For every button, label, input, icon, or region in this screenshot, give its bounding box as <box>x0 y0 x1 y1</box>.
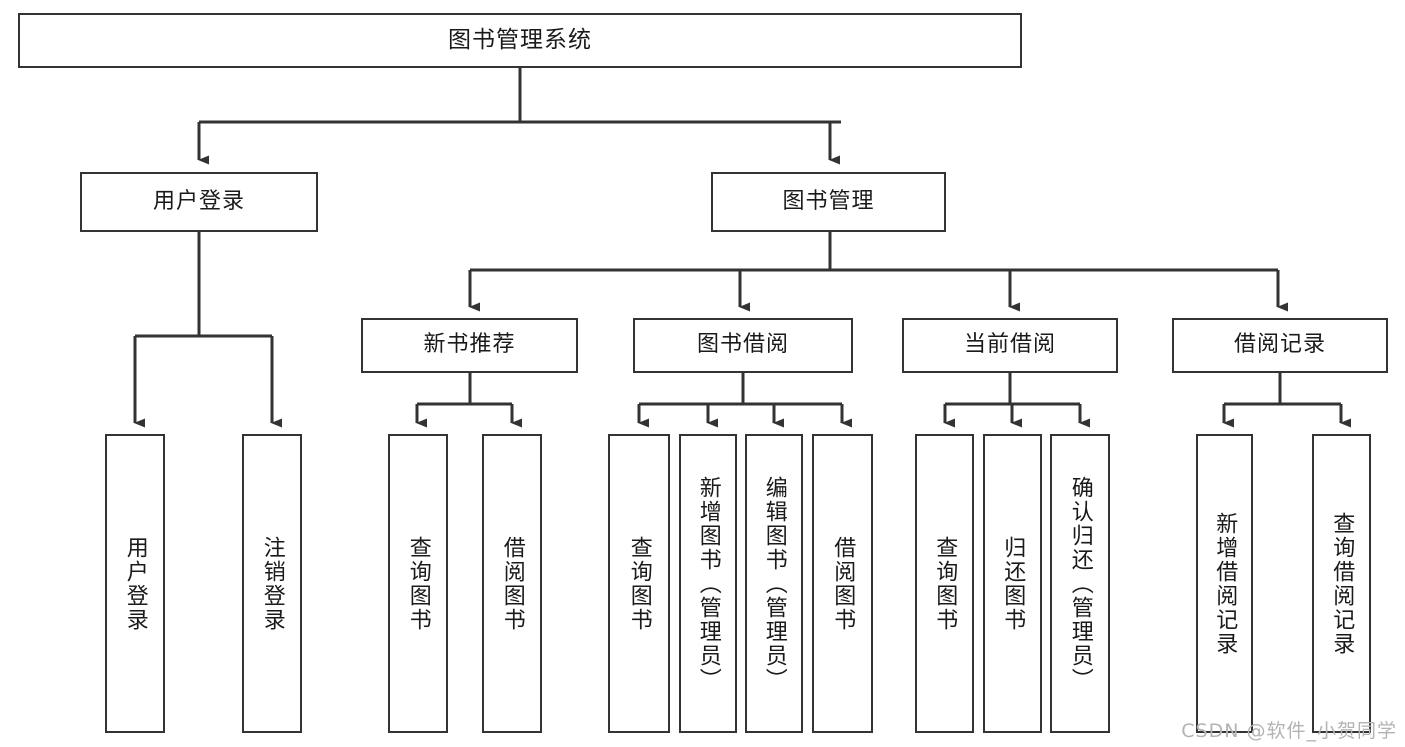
leaf-record-query-borrow-record[interactable]: 查询借阅记录 <box>1312 434 1371 733</box>
node-label: 新书推荐 <box>423 332 516 358</box>
leaf-recommend-query-book[interactable]: 查询图书 <box>388 434 448 733</box>
node-label: 查询图书 <box>626 535 652 632</box>
node-label: 借阅图书 <box>499 535 525 632</box>
node-label: 借阅记录 <box>1233 332 1326 358</box>
node-label: 查询图书 <box>405 535 431 632</box>
node-label: 编辑图书（管理员） <box>761 475 787 692</box>
csdn-watermark: CSDN @软件_小贺同学 <box>1181 720 1397 742</box>
node-label: 用户登录 <box>122 535 148 632</box>
leaf-current-confirm-return-admin[interactable]: 确认归还（管理员） <box>1050 434 1110 733</box>
leaf-recommend-borrow-book[interactable]: 借阅图书 <box>482 434 542 733</box>
node-new-book-recommend[interactable]: 新书推荐 <box>361 318 578 373</box>
node-label: 归还图书 <box>1000 535 1026 632</box>
leaf-current-query-book[interactable]: 查询图书 <box>915 434 974 733</box>
node-label: 当前借阅 <box>963 332 1056 358</box>
node-label: 确认归还（管理员） <box>1067 475 1093 692</box>
node-label: 借阅图书 <box>830 535 856 632</box>
node-label: 图书借阅 <box>696 332 789 358</box>
leaf-borrow-edit-book-admin[interactable]: 编辑图书（管理员） <box>745 434 803 733</box>
node-label: 新增图书（管理员） <box>695 475 721 692</box>
node-root-library-system[interactable]: 图书管理系统 <box>18 13 1022 68</box>
node-book-management[interactable]: 图书管理 <box>711 172 946 232</box>
leaf-borrow-query-book[interactable]: 查询图书 <box>608 434 670 733</box>
node-label: 图书管理 <box>782 188 875 214</box>
node-label: 查询借阅记录 <box>1329 511 1355 656</box>
leaf-borrow-borrow-book[interactable]: 借阅图书 <box>812 434 873 733</box>
leaf-record-add-borrow-record[interactable]: 新增借阅记录 <box>1196 434 1253 733</box>
leaf-borrow-add-book-admin[interactable]: 新增图书（管理员） <box>679 434 737 733</box>
node-current-borrow[interactable]: 当前借阅 <box>902 318 1118 373</box>
node-label: 注销登录 <box>259 535 285 632</box>
node-label: 新增借阅记录 <box>1212 511 1238 656</box>
leaf-user-login[interactable]: 用户登录 <box>105 434 165 733</box>
node-label: 用户登录 <box>152 188 245 214</box>
leaf-logout-login[interactable]: 注销登录 <box>242 434 302 733</box>
node-borrow-record[interactable]: 借阅记录 <box>1172 318 1388 373</box>
leaf-current-return-book[interactable]: 归还图书 <box>983 434 1042 733</box>
node-user-login[interactable]: 用户登录 <box>80 172 318 232</box>
node-label: 查询图书 <box>932 535 958 632</box>
node-book-borrow[interactable]: 图书借阅 <box>633 318 853 373</box>
node-label: 图书管理系统 <box>448 26 592 53</box>
